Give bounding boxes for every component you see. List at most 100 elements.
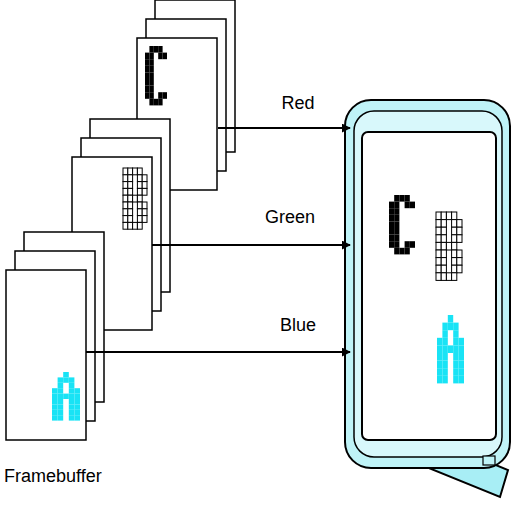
glyph-pixel bbox=[123, 209, 128, 216]
glyph-pixel bbox=[394, 215, 399, 222]
glyph-pixel bbox=[441, 235, 446, 243]
glyph-pixel bbox=[394, 228, 399, 235]
glyph-pixel bbox=[69, 404, 75, 409]
glyph-pixel bbox=[137, 182, 142, 189]
glyph-pixel bbox=[441, 242, 446, 250]
glyph-pixel bbox=[452, 250, 457, 258]
glyph-pixel bbox=[142, 202, 147, 209]
glyph-pixel bbox=[442, 376, 447, 384]
glyph-pixel bbox=[394, 241, 399, 248]
screen-letter-a bbox=[437, 315, 464, 383]
channel-label: Green bbox=[265, 208, 315, 228]
glyph-pixel bbox=[441, 227, 446, 235]
glyph-pixel bbox=[389, 228, 394, 235]
glyph-pixel bbox=[441, 212, 446, 220]
glyph-pixel bbox=[441, 265, 446, 273]
glyph-pixel bbox=[158, 46, 162, 53]
glyph-pixel bbox=[133, 222, 138, 229]
glyph-pixel bbox=[453, 361, 458, 369]
channel-arrows bbox=[86, 128, 350, 352]
glyph-pixel bbox=[123, 222, 128, 229]
glyph-pixel bbox=[452, 242, 457, 250]
glyph-pixel bbox=[52, 415, 58, 420]
glyph-pixel bbox=[394, 208, 399, 215]
glyph-pixel bbox=[58, 388, 64, 393]
glyph-pixel bbox=[436, 227, 441, 235]
glyph-pixel bbox=[128, 202, 133, 209]
glyph-pixel bbox=[452, 258, 457, 266]
glyph-pixel bbox=[52, 410, 58, 415]
glyph-pixel bbox=[389, 241, 394, 248]
glyph-pixel bbox=[123, 216, 128, 223]
glyph-pixel bbox=[457, 265, 462, 273]
glyph-pixel bbox=[459, 361, 464, 369]
glyph-pixel bbox=[142, 188, 147, 195]
glyph-pixel bbox=[457, 258, 462, 266]
glyph-pixel bbox=[437, 368, 442, 376]
glyph-pixel bbox=[436, 242, 441, 250]
channel-label: Red bbox=[281, 94, 314, 114]
glyph-pixel bbox=[154, 99, 158, 106]
glyph-pixel bbox=[436, 273, 441, 281]
glyph-pixel bbox=[149, 92, 153, 99]
glyph-pixel bbox=[442, 361, 447, 369]
glyph-pixel bbox=[128, 175, 133, 182]
glyph-pixel bbox=[442, 368, 447, 376]
glyph-pixel bbox=[149, 53, 153, 60]
glyph-pixel bbox=[123, 182, 128, 189]
glyph-pixel bbox=[158, 99, 162, 106]
glyph-pixel bbox=[448, 345, 453, 353]
glyph-pixel bbox=[58, 377, 64, 382]
glyph-pixel bbox=[457, 227, 462, 235]
glyph-pixel bbox=[437, 345, 442, 353]
glyph-pixel bbox=[459, 338, 464, 346]
glyph-pixel bbox=[437, 361, 442, 369]
glyph-pixel bbox=[142, 182, 147, 189]
glyph-pixel bbox=[74, 404, 80, 409]
glyph-pixel bbox=[459, 368, 464, 376]
glyph-pixel bbox=[123, 168, 128, 175]
glyph-pixel bbox=[158, 92, 162, 99]
glyph-pixel bbox=[142, 216, 147, 223]
glyph-pixel bbox=[145, 53, 149, 60]
glyph-pixel bbox=[149, 59, 153, 66]
glyph-pixel bbox=[453, 345, 458, 353]
glyph-pixel bbox=[128, 188, 133, 195]
glyph-pixel bbox=[74, 399, 80, 404]
glyph-pixel bbox=[133, 168, 138, 175]
glyph-pixel bbox=[123, 188, 128, 195]
glyph-pixel bbox=[158, 53, 162, 60]
glyph-pixel bbox=[63, 394, 69, 399]
glyph-pixel bbox=[137, 195, 142, 202]
glyph-pixel bbox=[63, 372, 69, 377]
glyph-pixel bbox=[74, 415, 80, 420]
green-channel-arrow bbox=[152, 244, 350, 246]
red-channel-arrow bbox=[218, 127, 350, 129]
glyph-pixel bbox=[69, 394, 75, 399]
glyph-pixel bbox=[442, 353, 447, 361]
glyph-pixel bbox=[405, 241, 410, 248]
glyph-pixel bbox=[459, 353, 464, 361]
glyph-pixel bbox=[142, 175, 147, 182]
glyph-pixel bbox=[137, 168, 142, 175]
glyph-pixel bbox=[457, 220, 462, 228]
glyph-pixel bbox=[446, 212, 451, 220]
glyph-pixel bbox=[69, 388, 75, 393]
glyph-pixel bbox=[137, 216, 142, 223]
glyph-pixel bbox=[74, 410, 80, 415]
buffer-page bbox=[6, 270, 86, 440]
glyph-pixel bbox=[389, 235, 394, 242]
glyph-pixel bbox=[137, 222, 142, 229]
glyph-pixel bbox=[52, 394, 58, 399]
glyph-pixel bbox=[145, 92, 149, 99]
glyph-pixel bbox=[436, 212, 441, 220]
glyph-pixel bbox=[452, 235, 457, 243]
glyph-pixel bbox=[436, 250, 441, 258]
glyph-pixel bbox=[149, 86, 153, 93]
glyph-pixel bbox=[149, 79, 153, 86]
glyph-pixel bbox=[394, 235, 399, 242]
glyph-pixel bbox=[163, 53, 167, 60]
glyph-pixel bbox=[74, 388, 80, 393]
